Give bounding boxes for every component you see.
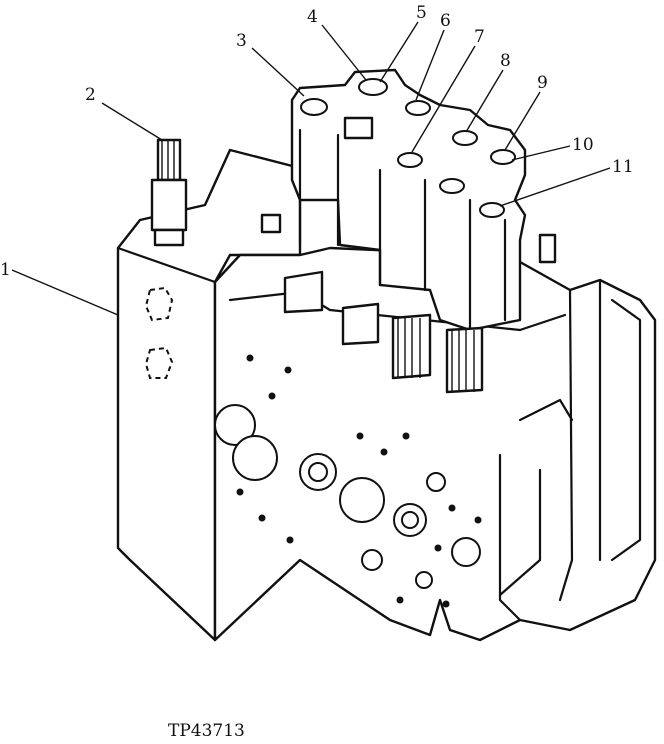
- leader-line-1: [11, 269, 119, 316]
- leader-line-6: [415, 29, 445, 101]
- leader-line-10: [511, 145, 571, 161]
- callout-6: 6: [440, 11, 451, 31]
- leader-line-7: [411, 45, 476, 153]
- spool-caps: [283, 270, 484, 394]
- callout-7: 7: [474, 27, 485, 47]
- top-manifold: [260, 68, 557, 332]
- callout-10: 10: [572, 135, 594, 155]
- callout-3: 3: [236, 31, 247, 51]
- callout-2: 2: [85, 85, 96, 105]
- callout-4: 4: [307, 7, 318, 27]
- callout-9: 9: [537, 73, 548, 93]
- leader-line-3: [251, 47, 305, 97]
- leader-line-8: [465, 69, 504, 133]
- callout-8: 8: [500, 51, 511, 71]
- leader-line-2: [101, 102, 163, 141]
- callout-5: 5: [416, 3, 427, 23]
- leader-line-4: [321, 24, 367, 81]
- leader-line-9: [504, 91, 541, 151]
- callout-1: 1: [0, 260, 11, 280]
- callout-labels: 1 2 3 4 5 6 7 8 9 10 11: [0, 3, 634, 280]
- leader-line-5: [379, 21, 419, 83]
- leader-line-11: [499, 167, 611, 207]
- figure-caption: TP43713: [168, 721, 245, 739]
- callout-11: 11: [612, 157, 634, 177]
- leader-lines: [11, 21, 611, 316]
- relief-valve-fitting: [150, 138, 188, 247]
- front-face-ports: [214, 354, 482, 608]
